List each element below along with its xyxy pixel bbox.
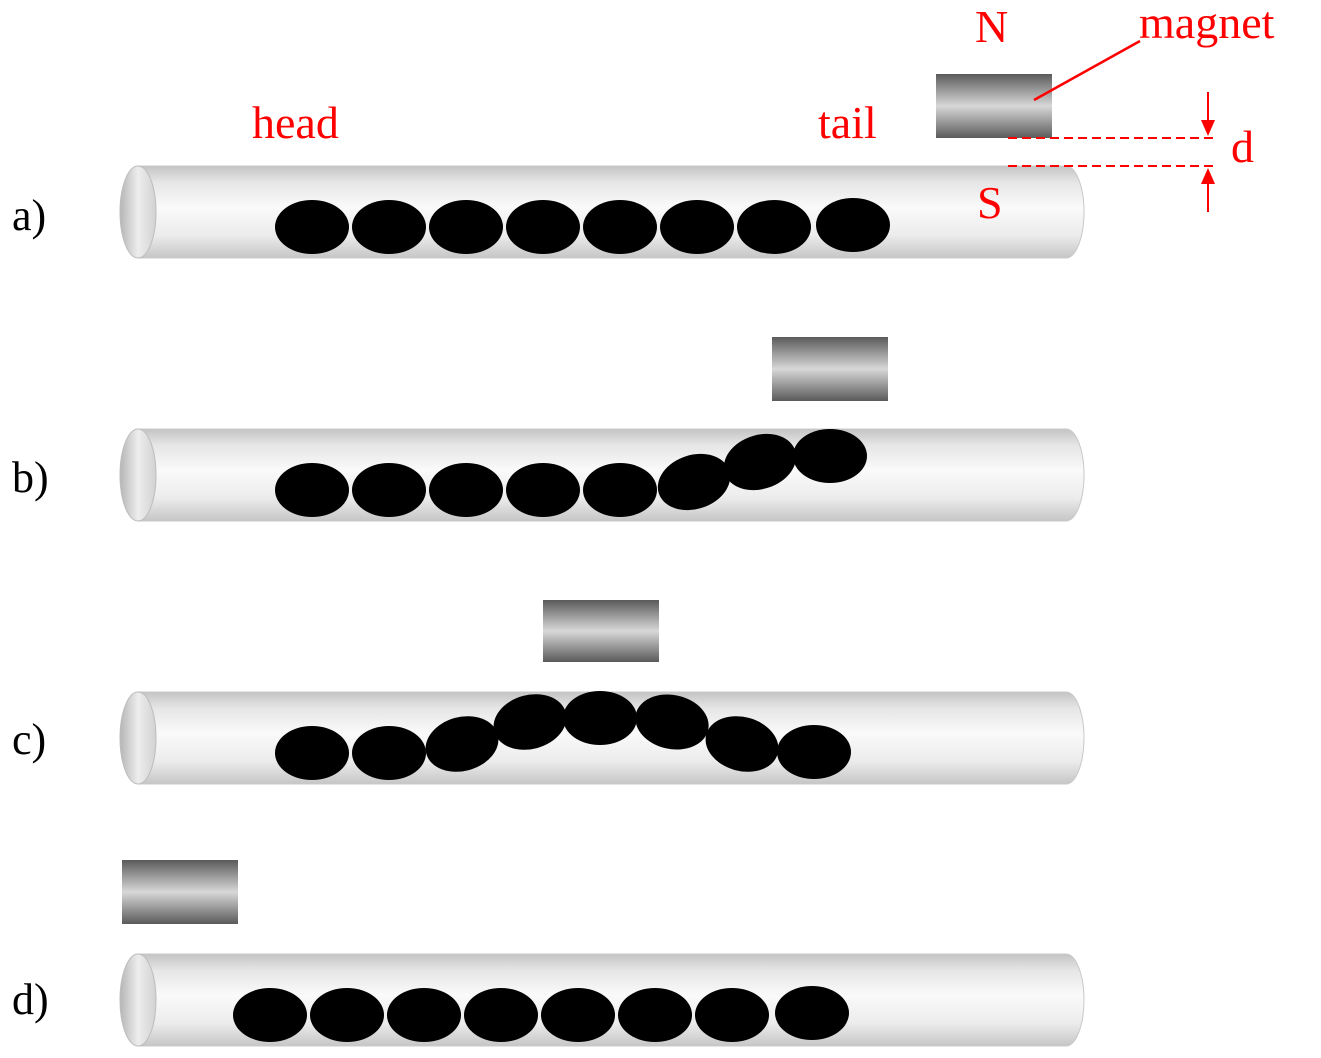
- magnet-leader-line: [1033, 39, 1141, 102]
- distance-label: d: [1231, 121, 1254, 172]
- particle: [233, 988, 307, 1042]
- particle: [352, 463, 426, 517]
- panel-c-label: c): [12, 715, 46, 764]
- particle: [425, 716, 499, 772]
- panel-a-label: a): [12, 191, 46, 240]
- particle: [660, 200, 734, 254]
- tube-b-open-end: [119, 428, 157, 522]
- panel-b-label: b): [12, 453, 49, 502]
- tube-c-open-end: [119, 691, 157, 785]
- tube-d-open-end: [119, 953, 157, 1047]
- panel-d-label: d): [12, 975, 49, 1024]
- particle: [793, 429, 867, 483]
- particle-chain-c: [275, 691, 851, 780]
- particle: [618, 988, 692, 1042]
- distance-arrow-down: [1201, 92, 1215, 136]
- particle: [635, 694, 709, 750]
- particle: [310, 988, 384, 1042]
- panel-a: a): [12, 74, 1085, 259]
- particle: [493, 694, 567, 750]
- annotations: head tail N S magnet d: [252, 0, 1275, 228]
- tail-label: tail: [818, 97, 877, 148]
- particle: [387, 988, 461, 1042]
- magnet-c: [543, 600, 659, 662]
- particle: [506, 463, 580, 517]
- particle: [583, 463, 657, 517]
- particle: [816, 198, 890, 252]
- particle: [563, 691, 637, 745]
- particle: [583, 200, 657, 254]
- particle: [777, 725, 851, 779]
- tube-a-open-end: [119, 165, 157, 259]
- magnet-b: [772, 337, 888, 401]
- north-pole-label: N: [975, 1, 1008, 52]
- particle: [695, 988, 769, 1042]
- particle: [429, 200, 503, 254]
- particle: [275, 726, 349, 780]
- particle: [352, 726, 426, 780]
- south-pole-label: S: [977, 177, 1003, 228]
- particle: [275, 200, 349, 254]
- magnet-label: magnet: [1139, 0, 1275, 48]
- magnet-d: [122, 860, 238, 924]
- particle: [705, 716, 779, 772]
- particle-chain-d: [233, 986, 849, 1042]
- particle: [275, 463, 349, 517]
- particle: [723, 433, 797, 491]
- particle: [541, 988, 615, 1042]
- particle: [775, 986, 849, 1040]
- panel-c: c): [12, 600, 1085, 785]
- particle-chain-a: [275, 198, 890, 254]
- distance-arrow-up: [1201, 168, 1215, 212]
- particle: [352, 200, 426, 254]
- particle: [464, 988, 538, 1042]
- particle-chain-b: [275, 429, 867, 517]
- particle: [737, 200, 811, 254]
- particle: [506, 200, 580, 254]
- magnet-a: [936, 74, 1052, 138]
- panel-b: b): [12, 337, 1085, 522]
- particle: [657, 453, 731, 511]
- panel-d: d): [12, 860, 1085, 1047]
- particle: [429, 463, 503, 517]
- head-label: head: [252, 97, 339, 148]
